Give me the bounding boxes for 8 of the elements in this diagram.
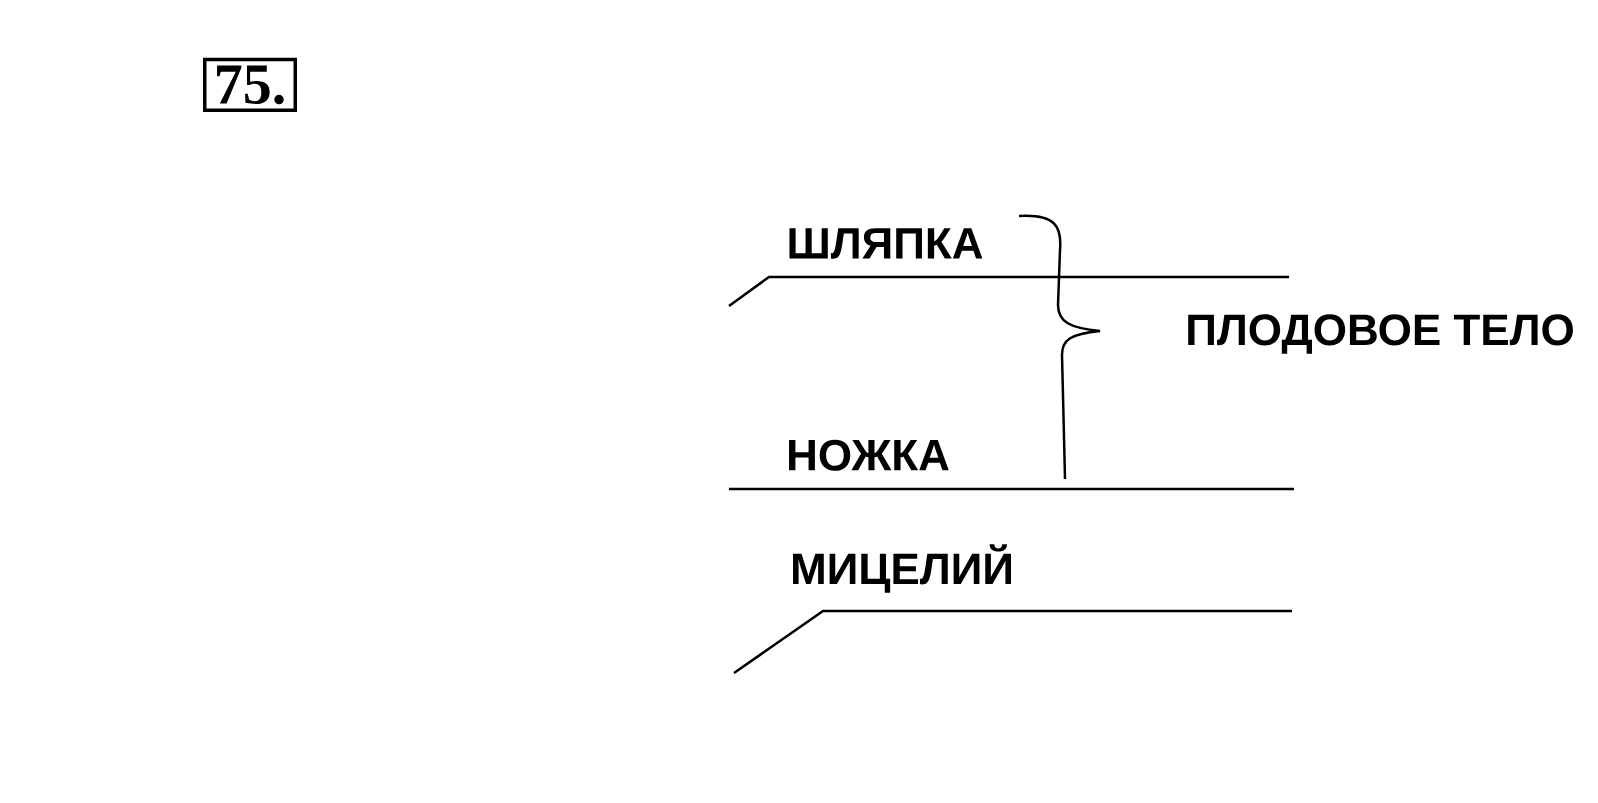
part-label: ШЛЯПКА (789, 228, 983, 259)
leader-line (728, 275, 1289, 307)
part-label: НОЖКА (789, 439, 949, 471)
part-label: МИЦЕЛИЙ (793, 544, 1011, 593)
exercise-number: 75. (203, 57, 297, 112)
leader-line (733, 609, 1292, 675)
part-label: ПЛОДОВОЕ ТЕЛО (1188, 314, 1573, 354)
leader-line (729, 487, 1294, 491)
